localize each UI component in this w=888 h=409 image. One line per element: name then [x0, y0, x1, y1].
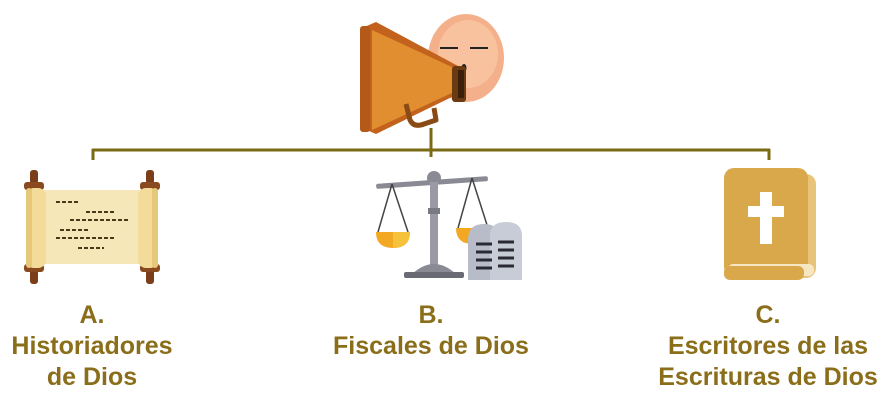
caption-c-line1: Escritores de las: [667, 332, 869, 360]
megaphone-speaker-icon: [360, 14, 504, 134]
caption-c: C. Escritores de las Escrituras de Dios: [650, 300, 886, 393]
caption-a-letter: A.: [79, 301, 105, 329]
caption-a: A. Historiadores de Dios: [2, 300, 182, 393]
caption-a-line1: Historiadores: [11, 332, 173, 360]
scroll-icon: [24, 170, 160, 284]
bible-icon: [724, 168, 816, 280]
caption-a-line2: de Dios: [46, 363, 138, 391]
caption-c-line2: Escrituras de Dios: [658, 363, 878, 391]
caption-b-line1: Fiscales de Dios: [333, 332, 529, 360]
caption-b: B. Fiscales de Dios: [330, 300, 532, 362]
caption-b-letter: B.: [418, 301, 444, 329]
scales-and-tablets-icon: [376, 171, 522, 280]
caption-c-letter: C.: [755, 301, 781, 329]
